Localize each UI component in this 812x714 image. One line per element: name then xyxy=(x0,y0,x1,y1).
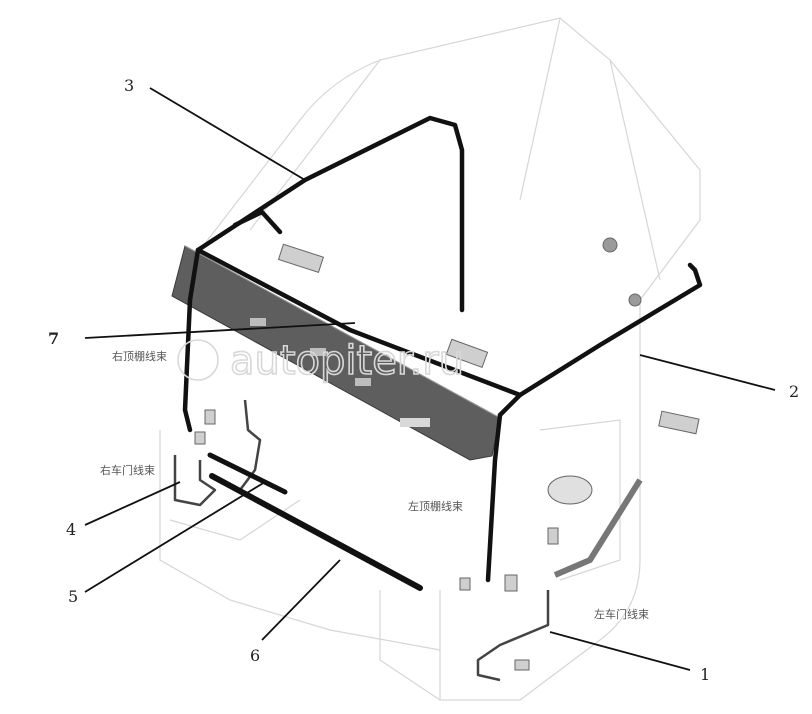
visor-clip xyxy=(310,348,326,356)
label-left-door-harness: 左车门线束 xyxy=(594,607,649,621)
connector-plug xyxy=(628,293,642,307)
dome-lamp-center xyxy=(445,338,489,368)
callout-1: 1 xyxy=(700,665,710,684)
label-right-door-harness: 右车门线束 xyxy=(100,463,155,477)
callout-3: 3 xyxy=(124,76,134,95)
leader-5 xyxy=(84,481,266,593)
right-roof-harness xyxy=(195,115,465,313)
right-pillar-drop xyxy=(182,247,201,433)
leader-7 xyxy=(84,322,356,339)
trim-strip-upper xyxy=(207,452,288,495)
label-left-roof-harness: 左顶棚线束 xyxy=(408,499,463,513)
label-right-roof-harness: 右顶棚线束 xyxy=(112,349,167,363)
switch-block xyxy=(514,659,530,671)
left-door-harness xyxy=(476,590,550,682)
front-cross-harness xyxy=(195,247,523,398)
watermark-logo-icon xyxy=(177,339,219,381)
trim-strips xyxy=(207,452,423,591)
leader-4 xyxy=(84,481,181,526)
sun-visor-panel xyxy=(171,245,501,461)
leader-lines xyxy=(84,87,776,671)
switch-block xyxy=(459,577,471,591)
watermark-text: autopiter.ru xyxy=(230,338,464,384)
leader-2 xyxy=(639,354,776,391)
devices xyxy=(194,237,700,671)
left-roof-drop xyxy=(485,392,523,583)
leader-6 xyxy=(261,559,341,641)
harness-lines xyxy=(182,115,703,583)
callout-7: 7 xyxy=(48,329,59,348)
connector-plug xyxy=(602,237,618,253)
right-door-harness xyxy=(173,455,217,507)
reading-lamp-left xyxy=(658,410,700,435)
callout-5: 5 xyxy=(68,587,78,606)
leader-1 xyxy=(549,631,691,671)
dome-lamp-right xyxy=(277,243,325,274)
switch-block xyxy=(547,527,559,545)
switch-block xyxy=(194,431,206,445)
trim-strip-lower xyxy=(209,473,423,591)
visor-clip xyxy=(250,318,266,326)
switch-block xyxy=(204,409,216,425)
leader-3 xyxy=(149,87,306,181)
cab-outline xyxy=(159,17,701,701)
switch-block xyxy=(504,574,518,592)
visor-clip xyxy=(355,378,371,386)
callout-4: 4 xyxy=(66,520,76,539)
horn-speaker xyxy=(547,475,593,505)
right-roof-harness-branch xyxy=(232,209,283,235)
left-roof-harness xyxy=(517,262,703,398)
watermark: autopiter.ru xyxy=(177,337,465,385)
callout-6: 6 xyxy=(250,646,260,665)
door-handle xyxy=(553,478,643,578)
callout-2: 2 xyxy=(789,382,799,401)
visor-label-plate xyxy=(400,418,430,427)
